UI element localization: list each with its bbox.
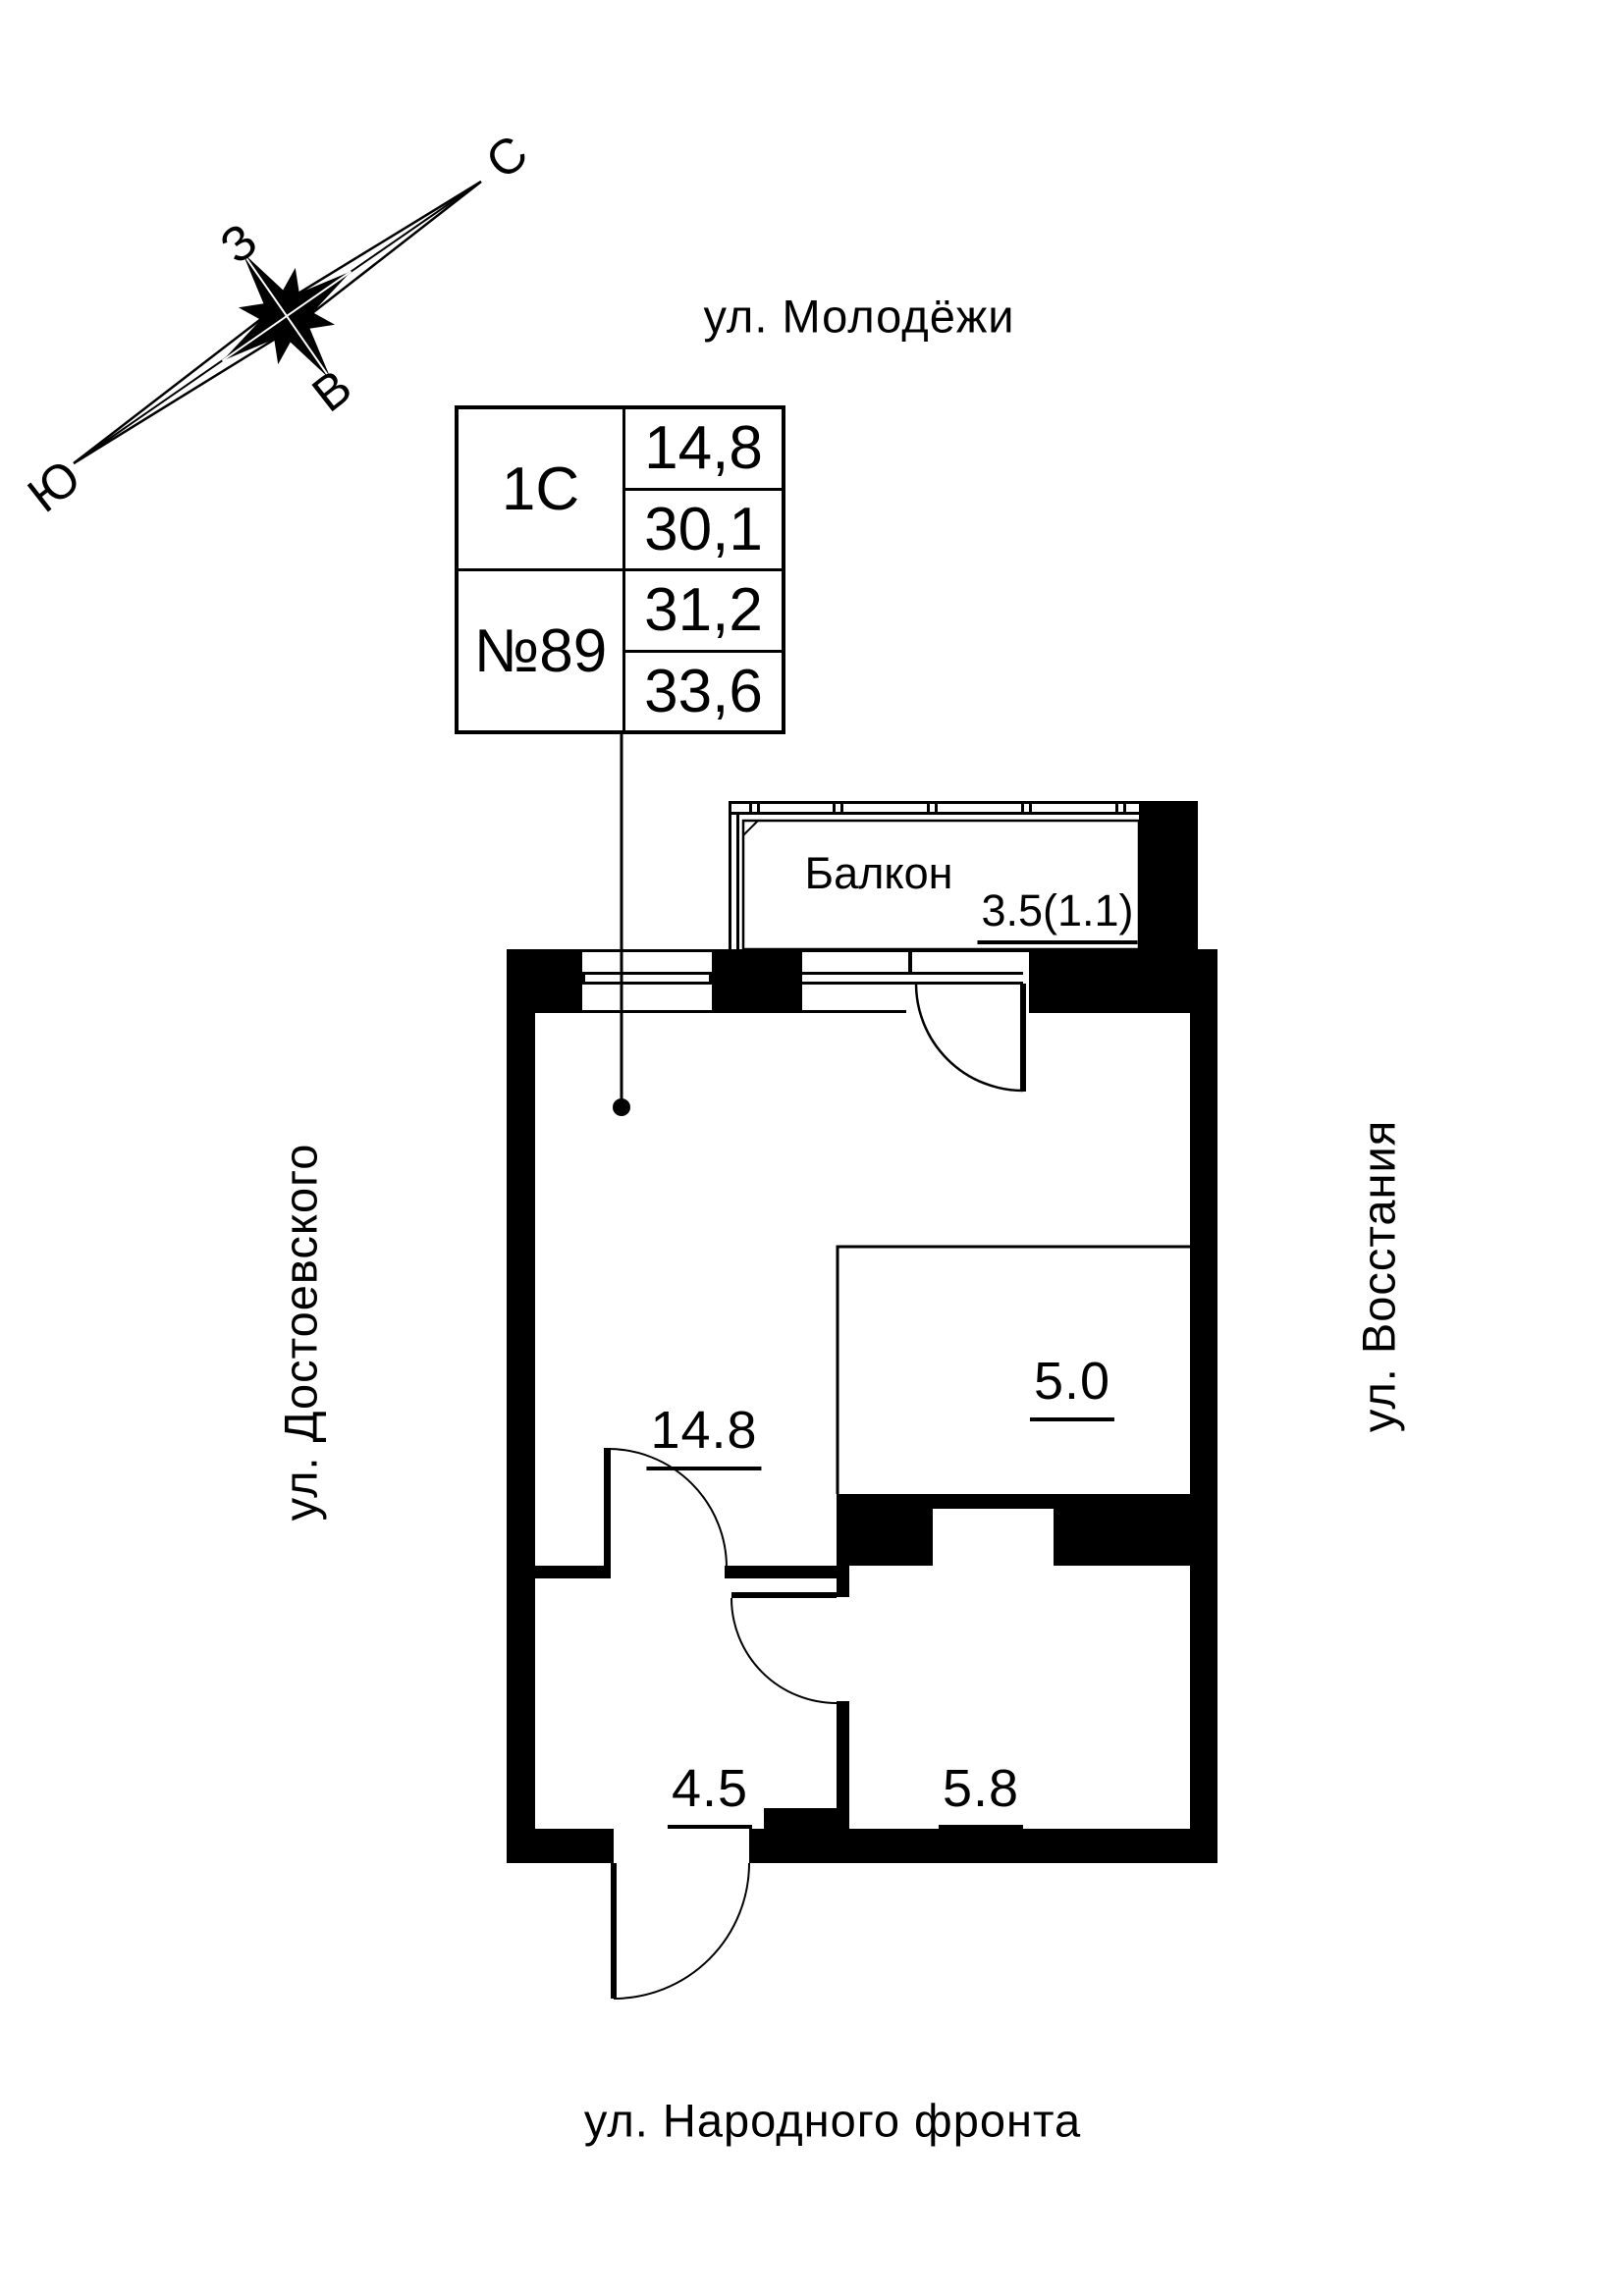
street-top: ул. Молодёжи bbox=[703, 290, 1015, 343]
balcony-door-leaf bbox=[1020, 984, 1026, 1092]
rail-post bbox=[1029, 801, 1032, 815]
bath-door-leaf bbox=[731, 1592, 837, 1598]
rail-post bbox=[935, 801, 938, 815]
wall-balcony-right-block bbox=[1139, 801, 1198, 949]
wall-interior-right-block bbox=[1054, 1509, 1190, 1566]
room-area-label: 14.8 bbox=[646, 1400, 762, 1470]
street-bottom: ул. Народного фронта bbox=[583, 2094, 1082, 2147]
rail-post bbox=[1021, 801, 1024, 815]
zone-5-outline bbox=[836, 1245, 1190, 1494]
window-2-glass-line-a bbox=[802, 972, 1023, 975]
star-seam-2 bbox=[221, 270, 352, 362]
window-1-glass-line-a bbox=[582, 972, 712, 975]
rail-post bbox=[927, 801, 930, 815]
wall-top-pier-2 bbox=[712, 949, 802, 1013]
wall-top-pier-1 bbox=[507, 949, 582, 1013]
area-cell-3: 31,2 bbox=[625, 571, 782, 653]
room-door-arc bbox=[607, 1448, 728, 1569]
wall-top-inner-line bbox=[535, 1010, 906, 1013]
balcony-rail-outer bbox=[729, 801, 1139, 804]
wall-bottom-left bbox=[507, 1829, 614, 1863]
bath-door-arc bbox=[730, 1597, 838, 1704]
partition-hall-bath-bottom bbox=[837, 1701, 849, 1829]
compass-rose bbox=[73, 180, 482, 465]
area-cell-4: 33,6 bbox=[644, 657, 763, 725]
wall-top-pier-3 bbox=[1029, 949, 1217, 1013]
rail-post bbox=[1115, 801, 1118, 815]
kitchen-zone-area-label: 5.0 bbox=[1029, 1351, 1115, 1421]
wall-interior-left-block bbox=[837, 1509, 933, 1566]
unit-number-cell: №89 bbox=[473, 616, 608, 685]
wall-top-outer-line bbox=[507, 949, 1217, 952]
area-cell-1: 14,8 bbox=[625, 409, 782, 491]
window-1-tick-right bbox=[709, 972, 712, 985]
wall-right bbox=[1190, 1013, 1217, 1863]
balcony-rail-left-outer bbox=[729, 801, 731, 949]
street-left: ул. Достоевского bbox=[274, 1143, 327, 1522]
rail-post bbox=[840, 801, 843, 815]
entrance-door-leaf bbox=[611, 1863, 617, 1999]
rail-post bbox=[757, 801, 760, 815]
plan-type-cell: 1С bbox=[459, 409, 622, 571]
walls bbox=[507, 801, 1217, 1999]
window-1-glass-line-b bbox=[582, 982, 712, 985]
wall-left bbox=[507, 949, 535, 1863]
balcony-area-label: 3.5(1.1) bbox=[977, 885, 1138, 944]
rail-post bbox=[749, 801, 752, 815]
entrance-door-arc bbox=[613, 1862, 750, 2000]
bathroom-area-label: 5.8 bbox=[938, 1758, 1024, 1829]
unit-info-left-column: 1С №89 bbox=[459, 409, 625, 730]
hall-area-label: 4.5 bbox=[667, 1758, 753, 1829]
duct-block bbox=[764, 1808, 849, 1829]
balcony-rail-left-inner bbox=[736, 812, 739, 949]
partition-room-hall-left bbox=[535, 1566, 611, 1578]
leader-dot bbox=[613, 1098, 630, 1116]
balcony-corner-bevel bbox=[742, 820, 759, 836]
partition-room-hall-right bbox=[725, 1566, 849, 1578]
unit-info-right-column: 14,8 30,1 31,2 33,6 bbox=[625, 409, 782, 730]
unit-info-table: 1С №89 14,8 30,1 31,2 33,6 bbox=[455, 405, 785, 734]
rail-post bbox=[833, 801, 836, 815]
balcony-label: Балкон bbox=[804, 848, 953, 898]
window-2-glass-line-b bbox=[802, 982, 1023, 985]
window-1-tick-left bbox=[582, 972, 585, 985]
rail-post bbox=[1123, 801, 1126, 815]
street-right: ул. Восстания bbox=[1352, 1119, 1405, 1433]
partition-hall-bath-top bbox=[837, 1566, 849, 1597]
wall-bottom-right bbox=[749, 1829, 1217, 1863]
area-cell-2: 30,1 bbox=[625, 491, 782, 571]
balcony-rail-inner bbox=[729, 812, 1139, 815]
balcony-floor-outline bbox=[741, 819, 1141, 951]
room-door-leaf bbox=[604, 1448, 611, 1568]
balcony-door-arc bbox=[914, 983, 1024, 1093]
outlines bbox=[607, 734, 1190, 2000]
window-2-mullion bbox=[908, 952, 912, 973]
wall-interior-lintel bbox=[837, 1494, 1190, 1509]
